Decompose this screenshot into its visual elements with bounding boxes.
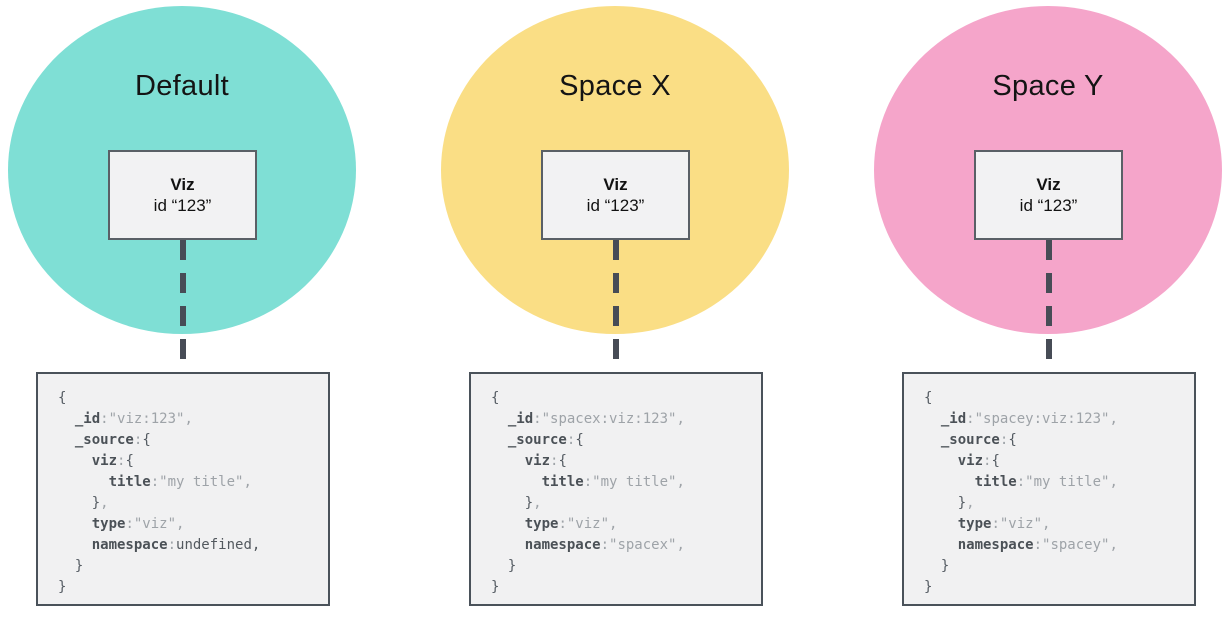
viz-node-title: Viz bbox=[1036, 175, 1061, 194]
space-group-spacey: Space Y Viz id “123” { _id:"spacey:viz:1… bbox=[866, 0, 1228, 622]
connector-dashed-line bbox=[1046, 240, 1052, 375]
document-json-code: { _id:"viz:123", _source:{ viz:{ title:"… bbox=[58, 390, 261, 595]
viz-node: Viz id “123” bbox=[974, 150, 1123, 240]
saved-object-document: { _id:"spacex:viz:123", _source:{ viz:{ … bbox=[469, 372, 763, 606]
viz-node: Viz id “123” bbox=[108, 150, 257, 240]
connector-dashed-line bbox=[180, 240, 186, 375]
document-json-code: { _id:"spacey:viz:123", _source:{ viz:{ … bbox=[924, 390, 1118, 595]
viz-node-title: Viz bbox=[603, 175, 628, 194]
saved-object-document: { _id:"spacey:viz:123", _source:{ viz:{ … bbox=[902, 372, 1196, 606]
space-title: Space Y bbox=[992, 70, 1104, 102]
document-json-code: { _id:"spacex:viz:123", _source:{ viz:{ … bbox=[491, 390, 685, 595]
viz-node-id: id “123” bbox=[153, 196, 212, 215]
viz-node-id: id “123” bbox=[586, 196, 645, 215]
viz-node: Viz id “123” bbox=[541, 150, 690, 240]
saved-object-document: { _id:"viz:123", _source:{ viz:{ title:"… bbox=[36, 372, 330, 606]
space-title: Space X bbox=[559, 70, 671, 102]
space-group-default: Default Viz id “123” { _id:"viz:123", _s… bbox=[0, 0, 362, 622]
space-title: Default bbox=[135, 70, 229, 102]
viz-node-id: id “123” bbox=[1019, 196, 1078, 215]
viz-node-title: Viz bbox=[170, 175, 195, 194]
connector-dashed-line bbox=[613, 240, 619, 375]
space-group-spacex: Space X Viz id “123” { _id:"spacex:viz:1… bbox=[433, 0, 795, 622]
